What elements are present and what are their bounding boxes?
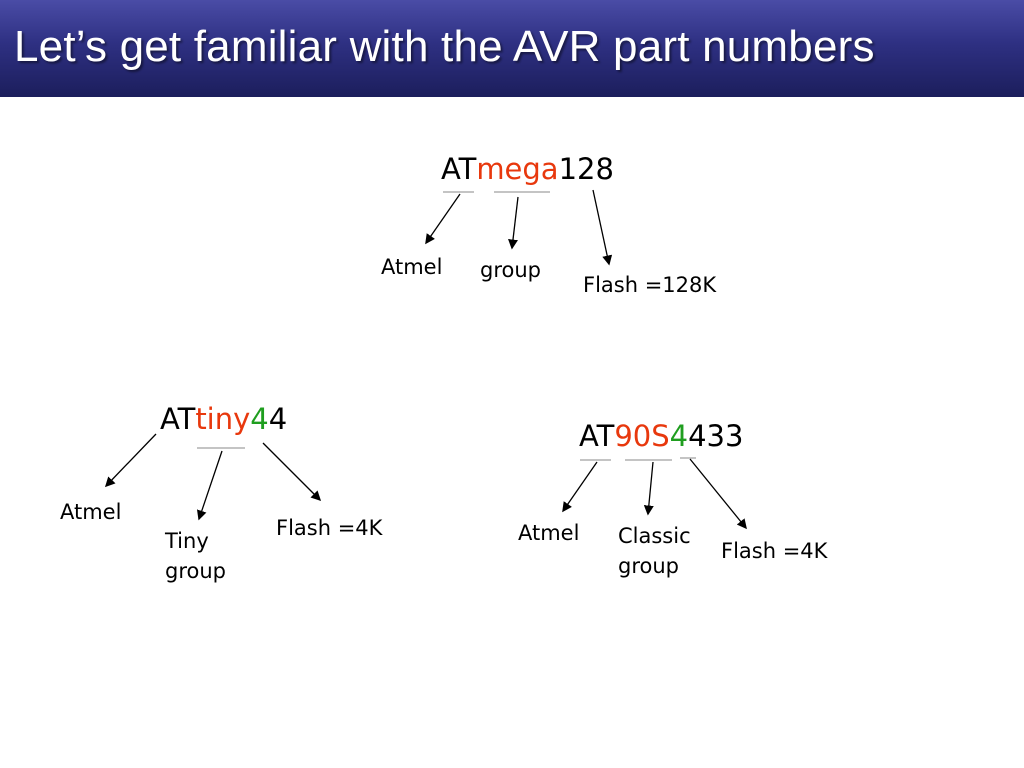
manufacturer-label: Atmel: [518, 521, 580, 545]
family-label: Tiny group: [165, 526, 226, 586]
size-code: 433: [688, 419, 744, 453]
slide-header: Let’s get familiar with the AVR part num…: [0, 0, 1024, 97]
part-number-at90s: AT90S4433: [579, 422, 743, 451]
arrow-to-manufacturer: [104, 433, 157, 488]
flash-label: Flash =4K: [276, 516, 383, 540]
arrow-to-flash: [592, 189, 613, 266]
family-label-line-2: group: [618, 554, 679, 578]
manufacturer-prefix: AT: [579, 419, 615, 453]
slide-title: Let’s get familiar with the AVR part num…: [14, 22, 875, 71]
manufacturer-prefix: AT: [441, 152, 477, 186]
family-label: Classic group: [618, 521, 691, 581]
size-code: 128: [558, 152, 614, 186]
family-label-line-1: Tiny: [165, 529, 209, 553]
arrow-to-flash: [262, 442, 322, 502]
flash-label: Flash =4K: [721, 539, 828, 563]
arrow-to-family: [508, 196, 519, 250]
family-code: tiny: [195, 402, 251, 436]
manufacturer-label: Atmel: [381, 255, 443, 279]
part-number-attiny: ATtiny44: [160, 405, 287, 434]
family-label-line-2: group: [165, 559, 226, 583]
flash-label: Flash =128K: [583, 273, 717, 297]
family-label-line-1: Classic: [618, 524, 691, 548]
size-code: 4: [268, 402, 288, 436]
arrow-to-manufacturer: [562, 461, 598, 513]
family-code: mega: [476, 152, 559, 186]
series-code: 4: [669, 419, 689, 453]
arrow-to-family: [196, 450, 223, 521]
arrow-to-flash: [689, 458, 747, 530]
part-number-atmega: ATmega128: [441, 155, 614, 184]
manufacturer-label: Atmel: [60, 500, 122, 524]
family-code: 90S: [614, 419, 670, 453]
arrow-to-family: [643, 461, 654, 516]
series-code: 4: [250, 402, 269, 436]
family-label: group: [480, 258, 541, 282]
manufacturer-prefix: AT: [160, 402, 196, 436]
arrow-to-manufacturer: [425, 193, 461, 245]
